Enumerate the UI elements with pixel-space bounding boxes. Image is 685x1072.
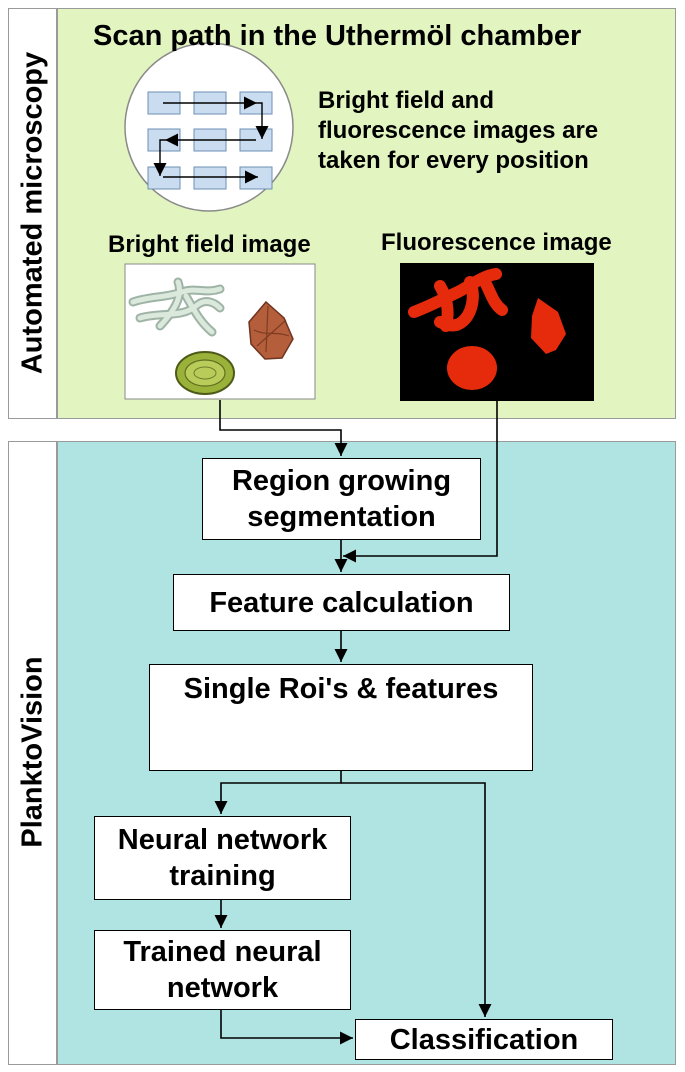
bright-field-image (124, 263, 316, 400)
classification-label: Classification (389, 1023, 579, 1056)
counting-chamber (124, 42, 294, 212)
single-rois-label: Single Roi's & features (183, 673, 499, 705)
trained-nn-label: Trained neural network (123, 936, 322, 1004)
region-growing-label: Region growing segmentation (231, 465, 452, 533)
filamentous-alga-icon (128, 277, 225, 337)
scan-path-arrow (255, 102, 269, 139)
automated-microscopy-sidebar (8, 8, 57, 419)
bright-field-label: Bright field image (108, 231, 311, 258)
planktovision-sidebar (8, 441, 57, 1065)
feature-calculation-label: Feature calculation (209, 586, 474, 619)
fluorescence-image (400, 263, 594, 401)
feature-calculation-box: Feature calculation (173, 574, 510, 631)
trained-to-classification-arrow (220, 1010, 353, 1045)
dinoflagellate-icon (248, 300, 294, 360)
fluorescence-to-features-arrow (343, 401, 498, 563)
nn-training-box: Neural network training (94, 816, 351, 900)
scan-note: Bright field and fluorescence images are… (318, 87, 599, 174)
scan-field (147, 166, 181, 190)
trained-nn-box: Trained neural network (94, 930, 351, 1010)
fluorescence-label: Fluorescence image (381, 229, 612, 256)
rois-to-training-arrow (214, 771, 342, 814)
diatom-icon (175, 351, 235, 395)
single-rois-box: Single Roi's & features (149, 664, 533, 771)
scan-path-arrow (153, 139, 167, 176)
fluorescent-diatom-icon (447, 346, 497, 390)
fluorescent-dinoflagellate-icon (531, 298, 566, 354)
nn-training-label: Neural network training (117, 824, 328, 892)
region-growing-box: Region growing segmentation (202, 458, 481, 540)
scan-field (193, 166, 227, 190)
scan-title: Scan path in the Uthermöl chamber (93, 20, 582, 52)
fluorescent-alga-icon (408, 268, 508, 332)
rois-to-classification-arrow (341, 782, 492, 1017)
classification-box: Classification (355, 1019, 613, 1060)
scan-field (239, 166, 273, 190)
bright-field-to-segmentation-arrow (219, 400, 348, 456)
